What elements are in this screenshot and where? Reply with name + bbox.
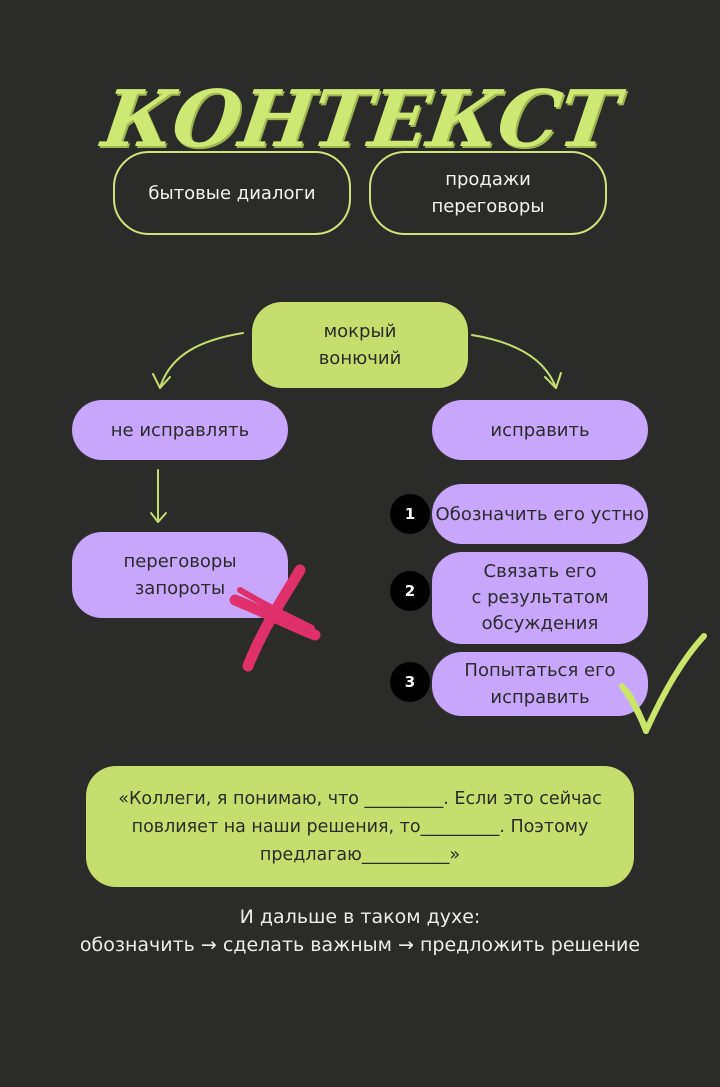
footer-line1: И дальше в таком духе: xyxy=(239,906,481,928)
branch-no-fix-label: не исправлять xyxy=(110,419,250,441)
step-1-line1: Обозначить его устно xyxy=(435,503,645,525)
quote-line3: предлагаю__________» xyxy=(259,844,461,865)
step-2-line1: Связать его xyxy=(483,560,597,582)
step-3-line1: Попытаться его xyxy=(464,660,616,681)
example-line2: вонючий xyxy=(318,348,402,369)
example-line1: мокрый xyxy=(323,321,397,342)
context-box-everyday-label: бытовые диалоги xyxy=(148,182,316,204)
arrow-down-icon xyxy=(150,469,167,523)
context-box-everyday: бытовые диалоги xyxy=(113,151,351,235)
step-2-line3: обсуждения xyxy=(481,613,599,635)
quote-box: «Коллеги, я понимаю, что _________. Если… xyxy=(86,766,634,887)
check-mark-icon xyxy=(619,633,707,734)
context-box-sales-line1: продажи xyxy=(445,169,531,190)
result-bad-line1: переговоры xyxy=(123,551,237,572)
step-3-badge: 3 xyxy=(390,662,430,702)
cross-mark-icon xyxy=(229,564,321,672)
step-2-badge: 2 xyxy=(390,571,430,611)
branch-fix: исправить xyxy=(432,400,648,460)
step-3-box: Попытаться его исправить xyxy=(432,652,648,716)
step-3-line2: исправить xyxy=(490,687,590,708)
context-box-sales: продажи переговоры xyxy=(369,151,607,235)
step-1-box: Обозначить его устно xyxy=(432,484,648,544)
quote-line2: повлияет на наши решения, то_________. П… xyxy=(131,816,589,837)
branch-no-fix: не исправлять xyxy=(72,400,288,460)
step-2-box: Связать его с результатом обсуждения xyxy=(432,552,648,644)
context-box-sales-line2: переговоры xyxy=(431,196,545,217)
example-box: мокрый вонючий xyxy=(252,302,468,388)
step-2-line2: с результатом xyxy=(471,586,609,608)
arrow-right-curve-icon xyxy=(471,334,562,389)
branch-fix-label: исправить xyxy=(490,419,590,441)
footer-line2: обозначить → сделать важным → предложить… xyxy=(79,934,641,956)
result-bad-line2: запороты xyxy=(134,578,226,599)
arrow-left-curve-icon xyxy=(152,332,244,389)
quote-line1: «Коллеги, я понимаю, что _________. Если… xyxy=(118,788,602,809)
step-1-badge: 1 xyxy=(390,494,430,534)
